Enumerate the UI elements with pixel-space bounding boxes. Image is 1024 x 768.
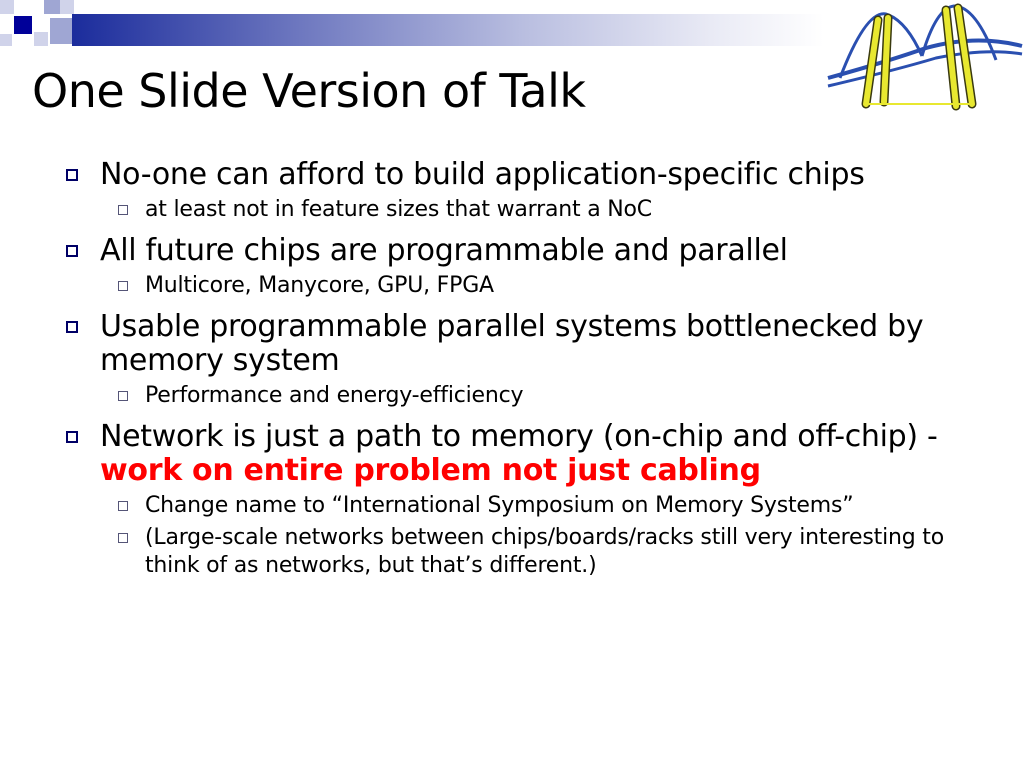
decor-square [34, 32, 48, 46]
bullet-text: Usable programmable parallel systems bot… [100, 309, 924, 378]
bullet-point: Usable programmable parallel systems bot… [64, 310, 964, 378]
sub-bullet-point: Performance and energy-efficiency [64, 382, 964, 410]
bridge-logo-icon [827, 3, 1023, 111]
sub-bullet-point: Change name to “International Symposium … [64, 492, 964, 520]
hollow-square-small-icon [118, 281, 128, 291]
decor-square [0, 34, 12, 46]
sub-bullet-point: (Large-scale networks between chips/boar… [64, 524, 964, 580]
decor-square [44, 0, 60, 14]
bullet-text: All future chips are programmable and pa… [100, 233, 788, 268]
sub-bullet-text: (Large-scale networks between chips/boar… [145, 525, 944, 578]
bullet-list: No-one can afford to build application-s… [64, 150, 964, 580]
header-gradient-bar [72, 14, 824, 46]
sub-bullet-text: at least not in feature sizes that warra… [145, 197, 652, 222]
bullet-text: Network is just a path to memory (on-chi… [100, 419, 938, 454]
sub-bullet-text: Change name to “International Symposium … [145, 493, 854, 518]
sub-bullet-point: Multicore, Manycore, GPU, FPGA [64, 272, 964, 300]
bullet-point: All future chips are programmable and pa… [64, 234, 964, 268]
decor-square [50, 18, 72, 44]
hollow-square-icon [66, 321, 78, 333]
decor-square [60, 0, 74, 14]
decor-square [14, 16, 32, 34]
slide-title: One Slide Version of Talk [32, 64, 586, 118]
bullet-point: No-one can afford to build application-s… [64, 158, 964, 192]
bullet-point: Network is just a path to memory (on-chi… [64, 420, 964, 488]
hollow-square-icon [66, 431, 78, 443]
sub-bullet-text: Performance and energy-efficiency [145, 383, 524, 408]
sub-bullet-text: Multicore, Manycore, GPU, FPGA [145, 273, 494, 298]
hollow-square-small-icon [118, 391, 128, 401]
hollow-square-icon [66, 245, 78, 257]
hollow-square-small-icon [118, 205, 128, 215]
emphasis-text: work on entire problem not just cabling [100, 453, 761, 488]
sub-bullet-point: at least not in feature sizes that warra… [64, 196, 964, 224]
hollow-square-icon [66, 169, 78, 181]
bullet-text: No-one can afford to build application-s… [100, 157, 865, 192]
decor-square [0, 0, 14, 14]
hollow-square-small-icon [118, 533, 128, 543]
hollow-square-small-icon [118, 501, 128, 511]
